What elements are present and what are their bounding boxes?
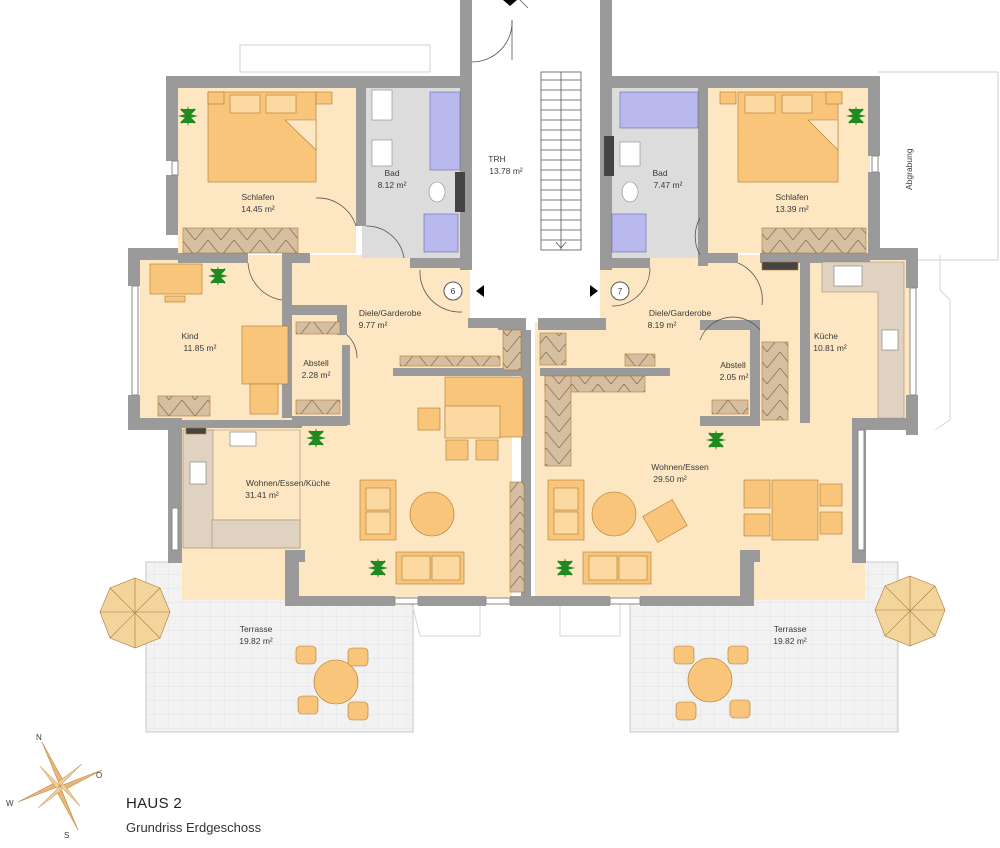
unit-7-number: 7: [618, 286, 623, 296]
room-name: Wohnen/Essen: [651, 462, 709, 472]
room-name: Bad: [652, 168, 667, 178]
kitchen-counter-right: [821, 261, 905, 419]
room-name: Kind: [181, 331, 198, 341]
room-name: Schlafen: [775, 192, 808, 202]
room-area: 19.82 m²: [239, 636, 273, 646]
abgrabung-label: Abgrabung: [904, 148, 914, 190]
dining-table-right: [771, 479, 819, 541]
room-name: Wohnen/Essen/Küche: [246, 478, 330, 488]
terrace-furniture: [99, 575, 946, 721]
plants: [178, 106, 866, 578]
building-title: HAUS 2: [126, 795, 182, 812]
round-table-right: [591, 491, 637, 537]
terrace-table-right: [687, 657, 733, 703]
room-name: Abstell: [303, 358, 329, 368]
room-area: 2.28 m²: [302, 370, 331, 380]
parasol-left: [99, 577, 171, 649]
room-name: Küche: [814, 331, 838, 341]
room-name: Schlafen: [241, 192, 274, 202]
room-area: 8.19 m²: [648, 320, 677, 330]
unit-6-furniture: [149, 89, 525, 593]
unit-7-furniture: [539, 91, 905, 585]
room-name: Diele/Garderobe: [649, 308, 712, 318]
compass-west: W: [6, 799, 14, 808]
windows: [131, 155, 917, 605]
room-area: 7.47 m²: [654, 180, 683, 190]
double-bed-left: [207, 91, 317, 183]
stairs: [540, 71, 582, 251]
plan-subtitle: Grundriss Erdgeschoss: [126, 820, 262, 835]
doors: [247, 0, 763, 359]
room-area: 8.12 m²: [378, 180, 407, 190]
compass-south: S: [64, 831, 69, 840]
room-name: Abstell: [720, 360, 746, 370]
room-area: 11.85 m²: [184, 343, 217, 353]
room-area: 14.45 m²: [241, 204, 275, 214]
room-name: Terrasse: [774, 624, 807, 634]
room-name: Terrasse: [240, 624, 273, 634]
compass-rose: [17, 741, 103, 831]
round-table-left: [409, 491, 455, 537]
room-area: 2.05 m²: [720, 372, 749, 382]
terrace-table-left: [313, 659, 359, 705]
parasol-right: [874, 575, 946, 647]
wardrobe-left: [182, 227, 299, 254]
wardrobe-right: [761, 227, 867, 254]
room-area: 13.78 m²: [489, 166, 523, 176]
room-area: 29.50 m²: [653, 474, 687, 484]
room-area: 10.81 m²: [813, 343, 847, 353]
entrance-markers: [443, 0, 630, 301]
compass-north: N: [36, 733, 42, 742]
room-area: 31.41 m²: [245, 490, 279, 500]
unit-6-number: 6: [451, 286, 456, 296]
room-name: Diele/Garderobe: [359, 308, 422, 318]
compass-east: O: [96, 771, 102, 780]
desk: [149, 263, 203, 295]
room-area: 13.39 m²: [775, 204, 809, 214]
room-name: Bad: [384, 168, 399, 178]
room-area: 19.82 m²: [773, 636, 807, 646]
single-bed: [241, 325, 289, 385]
room-name: TRH: [488, 154, 505, 164]
room-area: 9.77 m²: [359, 320, 388, 330]
